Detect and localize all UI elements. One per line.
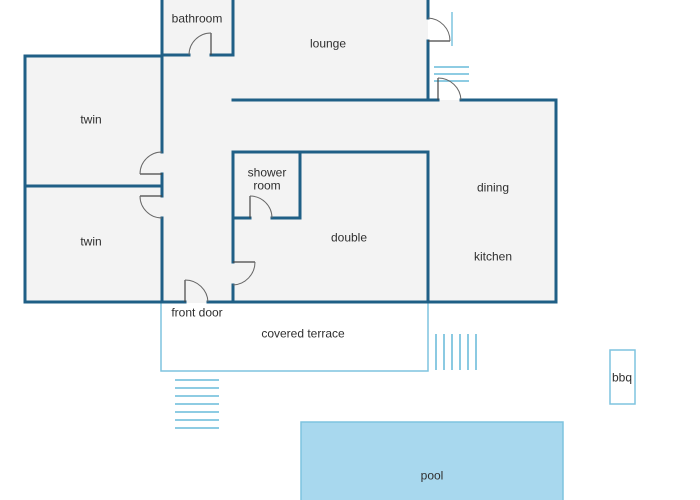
bathroom-label: bathroom	[171, 11, 223, 26]
covered-terrace-outline	[160, 303, 429, 372]
doors	[139, 17, 462, 303]
dining-kitchen-floor	[428, 100, 556, 302]
steps-lounge	[434, 66, 469, 82]
shower-door	[249, 195, 273, 219]
dining-label: dining	[476, 180, 510, 195]
hallway-floor	[162, 55, 428, 303]
lounge-exterior-door	[427, 17, 451, 42]
twin-bottom-label: twin	[80, 234, 102, 249]
front-door-swing	[184, 279, 209, 303]
exterior-outlines	[160, 12, 636, 500]
double-door	[232, 261, 256, 286]
lounge-label: lounge	[309, 36, 347, 51]
room-fills	[25, 0, 556, 303]
front-door-label: front door	[171, 305, 223, 320]
twin-top-label: twin	[80, 112, 102, 127]
bbq-label: bbq	[611, 370, 633, 385]
bbq-outline	[609, 349, 636, 405]
kitchen-door	[437, 77, 462, 101]
twin-top-floor	[25, 56, 162, 186]
double-label: double	[330, 230, 368, 245]
twin-bottom-floor	[25, 186, 162, 302]
covered-terrace-label: covered terrace	[261, 326, 345, 341]
twin-bottom-door	[139, 195, 163, 219]
kitchen-label: kitchen	[473, 249, 513, 264]
pool-water	[300, 421, 564, 500]
shower-room-label-line2: room	[253, 178, 281, 193]
bathroom-door	[188, 32, 212, 56]
steps-terrace-side	[435, 334, 477, 370]
bathroom-floor	[162, 0, 233, 55]
walls	[23, 0, 558, 304]
twin-top-door	[139, 151, 163, 175]
shower-room-label-line1: shower	[247, 165, 287, 180]
steps-terrace-front	[175, 379, 219, 429]
pool-label: pool	[420, 468, 444, 483]
